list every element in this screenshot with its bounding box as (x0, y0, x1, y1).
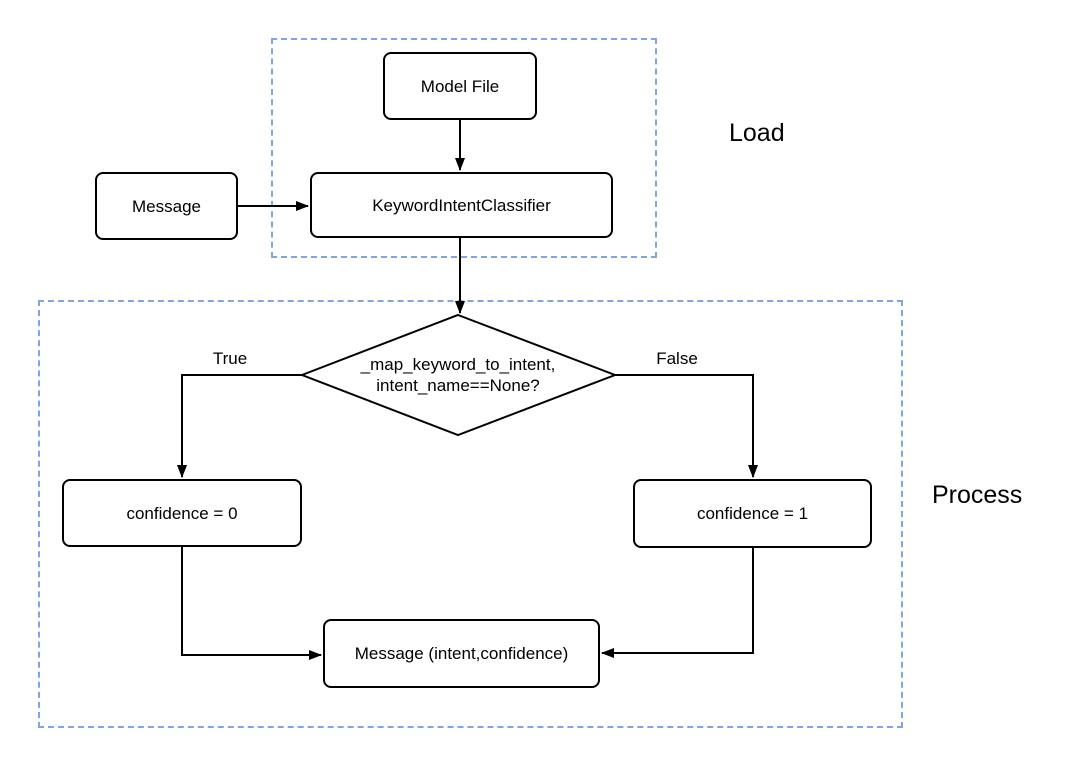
node-message-output-label: Message (intent,confidence) (354, 644, 569, 663)
node-classifier-label: KeywordIntentClassifier (372, 195, 551, 215)
false-branch-label: False (656, 349, 698, 368)
true-branch-label: True (212, 349, 248, 368)
edge-confidence-zero-to-output (181, 547, 322, 660)
edge-true-to-confidence-zero (177, 374, 302, 478)
decision-diamond-label: _map_keyword_to_intent, intent_name==Non… (308, 335, 608, 415)
node-confidence-zero-label: confidence = 0 (126, 503, 238, 523)
node-message-input-label: Message (132, 196, 201, 216)
load-group-label: Load (729, 119, 785, 147)
node-model-file: Model File (383, 52, 537, 120)
edge-confidence-one-to-output (601, 548, 754, 658)
node-keyword-intent-classifier: KeywordIntentClassifier (310, 172, 613, 238)
node-confidence-one-label: confidence = 1 (696, 504, 809, 523)
node-confidence-zero: confidence = 0 (62, 479, 302, 547)
node-message-input: Message (95, 172, 238, 240)
node-message-output: Message (intent,confidence) (323, 619, 600, 688)
edge-false-to-confidence-one (615, 374, 758, 478)
node-model-file-label: Model File (420, 76, 500, 96)
decision-line1: _map_keyword_to_intent, (360, 355, 556, 374)
load-group-boundary (271, 38, 657, 258)
decision-diamond-shape (299, 313, 618, 437)
process-group-label: Process (932, 481, 1023, 509)
decision-line2: intent_name==None? (376, 376, 540, 395)
node-confidence-one: confidence = 1 (633, 479, 872, 548)
process-group-boundary (38, 300, 903, 728)
